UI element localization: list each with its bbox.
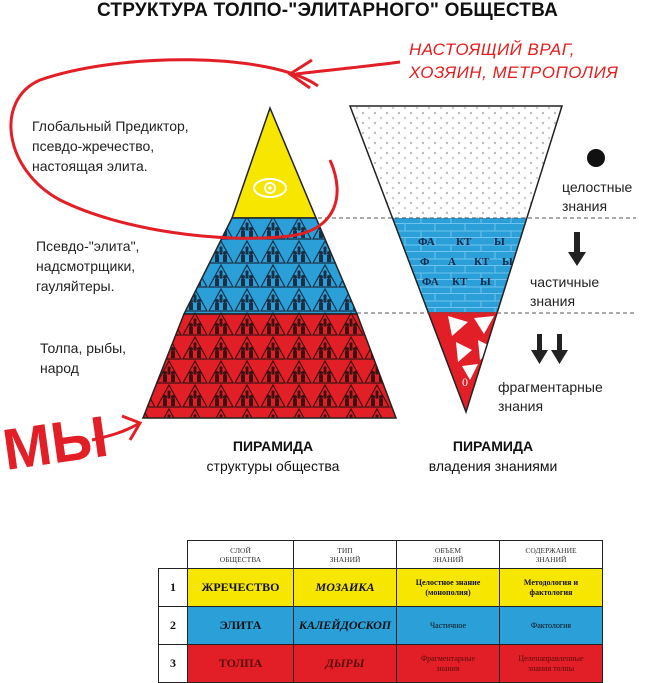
fact-cell: КТ [474,256,490,268]
annotation-real-enemy: НАСТОЯЩИЙ ВРАГ, ХОЗЯИН, МЕТРОПОЛИЯ [409,38,618,84]
cell-volume: Целостное знание(монополия) [396,568,500,607]
label-global-predictor: Глобальный Предиктор, псевдо-жречество, … [32,116,189,176]
facts-labels: ФА КТ Ы Ф А КТ Ы ФА КТ Ы [418,236,513,288]
label-line: целостные [562,179,633,195]
fact-cell: КТ [452,276,468,288]
knowledge-pyramid-outline [348,105,564,415]
table-header-blank [158,540,188,569]
table-row: 1 ЖРЕЧЕСТВО МОЗАИКА Целостное знание(мон… [158,568,603,607]
cell-type: ДЫРЫ [293,644,397,683]
table-row: 2 ЭЛИТА КАЛЕЙДОСКОП Частичное Фактология [158,606,603,645]
people-pattern-red [143,314,396,418]
caption-bold: ПИРАМИДА [232,438,314,454]
label-fragmentary: фрагментарные знания [498,378,603,416]
red-arrow-right-icon [91,414,143,442]
label-line: надсмотрщики, [36,258,136,274]
cell-type: КАЛЕЙДОСКОП [293,606,397,645]
fact-cell: А [448,256,456,268]
label-line: псевдо-жречество, [32,138,155,154]
people-pattern-blue [184,218,357,314]
caption-normal: структуры общества [206,458,340,474]
holistic-dots [350,106,562,218]
label-line: знания [562,198,608,214]
red-circle-annotation [9,58,339,240]
fact-cell: Ы [502,256,513,268]
arrow-down-icon [568,232,586,266]
label-pseudo-elite: Псевдо-"элита", надсмотрщики, гауляйтеры… [36,236,139,296]
cell-content: Фактология [499,606,603,645]
fact-cell: КТ [456,236,472,248]
label-line: Глобальный Предиктор, [32,118,189,134]
cell-volume: Частичное [396,606,500,645]
caption-normal: владения знаниями [428,458,558,474]
annotation-line-1: НАСТОЯЩИЙ ВРАГ, [409,40,576,59]
row-number: 2 [158,606,188,645]
pyramid-top-yellow [230,105,318,219]
fact-cell: Ы [494,236,505,248]
caption-knowledge-pyramid: ПИРАМИДА владения знаниями [398,436,588,476]
fact-cell: ФА [422,276,439,288]
red-arrow-icon [287,58,401,90]
label-line: Псевдо-"элита", [36,238,140,254]
cell-layer: ЭЛИТА [187,606,294,645]
label-line: фрагментарные [498,379,603,395]
society-pyramid [141,105,398,419]
label-line: знания [498,398,544,414]
annotation-us: МЫ [0,404,112,483]
annotation-line-2: ХОЗЯИН, МЕТРОПОЛИЯ [409,63,619,82]
row-number: 1 [158,568,188,607]
caption-society-pyramid: ПИРАМИДА структуры общества [178,436,368,476]
fact-cell: Ф [420,256,430,268]
double-arrow-down-icon [531,334,568,364]
label-line: Толпа, рыбы, [40,340,127,356]
label-line: частичные [530,274,600,290]
cell-layer: ТОЛПА [187,644,294,683]
fact-cell: ФА [418,236,435,248]
label-holistic: целостные знания [562,178,632,216]
holistic-dot-icon [587,149,605,167]
label-line: гауляйтеры. [36,278,115,294]
label-line: настоящая элита. [32,158,148,174]
page-title: СТРУКТУРА ТОЛПО-"ЭЛИТАРНОГО" ОБЩЕСТВА [96,0,559,21]
label-line: знания [530,293,576,309]
eye-icon [253,178,287,198]
fact-cell: Ы [480,276,491,288]
cell-type: МОЗАИКА [293,568,397,607]
label-line: народ [40,360,79,376]
label-crowd: Толпа, рыбы, народ [40,338,126,378]
diagram-canvas: ФА КТ Ы Ф А КТ Ы ФА КТ Ы 0 [0,58,636,483]
row-number: 3 [158,644,188,683]
caption-bold: ПИРАМИДА [452,438,534,454]
cell-layer: ЖРЕЧЕСТВО [187,568,294,607]
label-partial: частичные знания [530,273,599,311]
zero-mark: 0 [462,375,468,389]
